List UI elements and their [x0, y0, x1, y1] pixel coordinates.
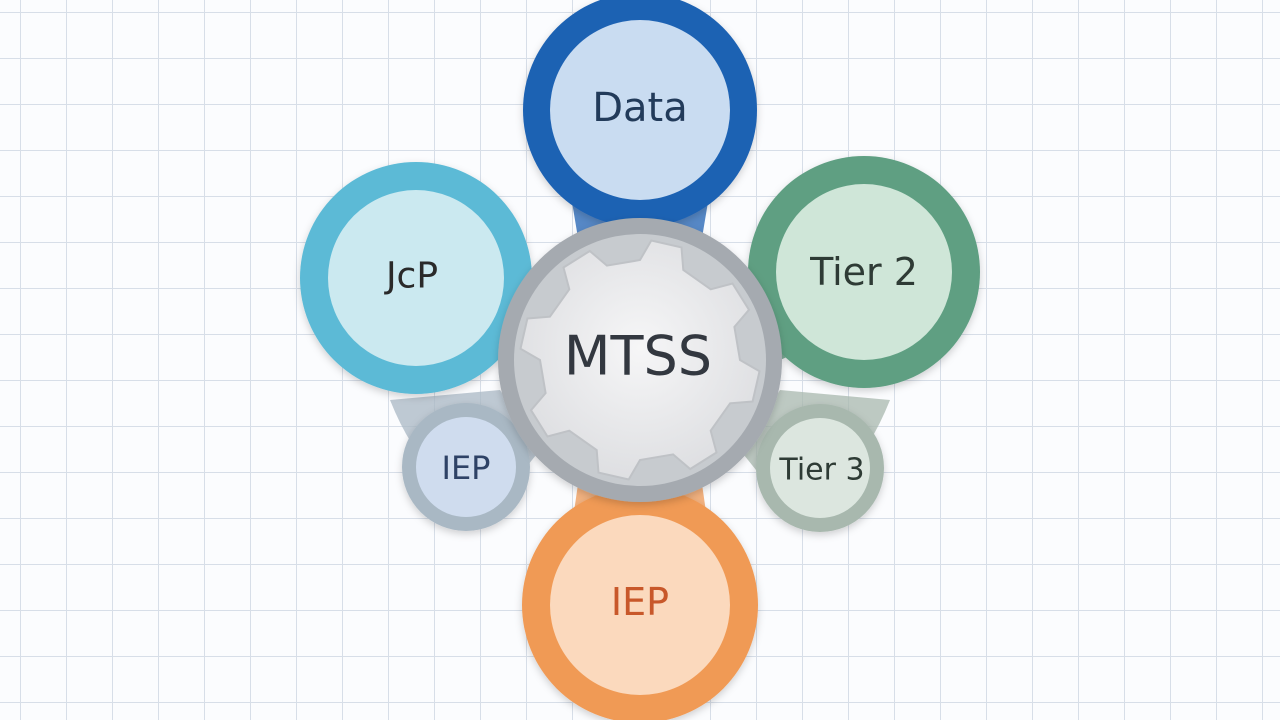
node-data[interactable]: Data	[523, 0, 757, 227]
center-label: MTSS	[564, 325, 712, 388]
node-iep[interactable]: IEP	[522, 487, 758, 720]
center-gear[interactable]: MTSS	[498, 218, 782, 502]
node-data-label: Data	[592, 85, 688, 131]
gear-icon	[519, 239, 761, 481]
node-jcp-label: JcP	[384, 256, 438, 297]
node-tier-3-label: Tier 3	[778, 453, 864, 488]
node-iep-small[interactable]: IEP	[402, 403, 530, 531]
node-jcp[interactable]: JcP	[300, 162, 532, 394]
node-tier-2[interactable]: Tier 2	[748, 156, 980, 388]
node-tier-2-label: Tier 2	[809, 250, 918, 294]
node-tier-3[interactable]: Tier 3	[756, 404, 884, 532]
node-iep-small-label: IEP	[442, 449, 491, 487]
node-iep-label: IEP	[611, 580, 669, 624]
